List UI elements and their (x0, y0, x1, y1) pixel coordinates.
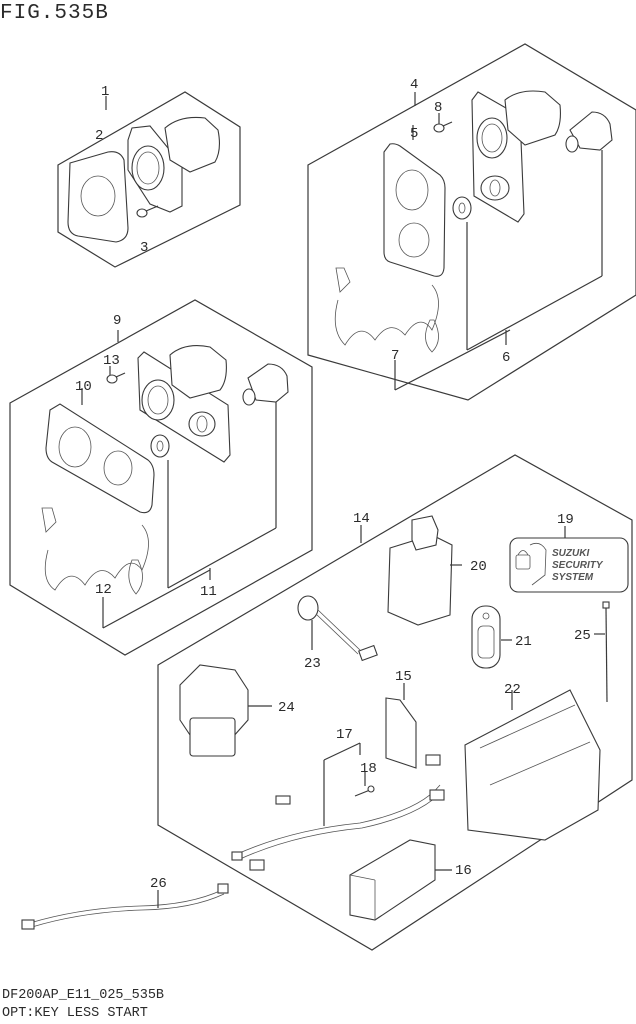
callout-12[interactable]: 12 (95, 582, 112, 598)
bezel-single (67, 151, 129, 243)
screw-8 (433, 113, 453, 133)
callout-18[interactable]: 18 (360, 761, 377, 777)
group-frame-4 (307, 43, 636, 401)
callout-13[interactable]: 13 (103, 353, 120, 369)
callout-17[interactable]: 17 (336, 727, 353, 743)
screw-3 (136, 205, 159, 218)
callout-22[interactable]: 22 (504, 682, 521, 698)
callout-26[interactable]: 26 (150, 876, 167, 892)
callout-19[interactable]: 19 (557, 512, 574, 528)
callout-1[interactable]: 1 (101, 84, 109, 100)
extension-wire-26 (21, 883, 229, 930)
decal-line-1: SUZUKI (552, 548, 589, 559)
decal-line-2: SECURITY (552, 560, 604, 571)
bezel-vertical (383, 143, 446, 277)
antenna-lead-23 (297, 595, 378, 662)
callout-11[interactable]: 11 (200, 584, 217, 600)
callout-25[interactable]: 25 (574, 628, 591, 644)
wiring-harness-17 (231, 742, 445, 871)
push-button-horizontal (242, 363, 289, 406)
screw-13 (106, 366, 126, 384)
switch-body-horizontal (137, 345, 231, 463)
decal-text: SUZUKI SECURITY SYSTEM (552, 548, 604, 583)
group-frame-14 (157, 454, 633, 951)
lanyard-12 (41, 507, 149, 595)
callout-14[interactable]: 14 (353, 511, 370, 527)
lanyard-7 (334, 267, 439, 353)
callout-24[interactable]: 24 (278, 700, 295, 716)
bezel-horizontal (45, 403, 155, 514)
cable-tie-25 (594, 601, 610, 703)
group-switch-single (57, 91, 241, 268)
seal-ring-vertical (452, 196, 472, 220)
holder-16 (349, 839, 452, 921)
callout-21[interactable]: 21 (515, 634, 532, 650)
push-button-vertical (565, 111, 613, 153)
card-15 (385, 683, 417, 769)
seal-ring-horizontal (150, 434, 170, 458)
relay-24 (179, 664, 272, 757)
switch-body-single (127, 116, 221, 213)
callout-16[interactable]: 16 (455, 863, 472, 879)
diagram-caption: OPT:KEY LESS START (2, 1006, 148, 1021)
callout-15[interactable]: 15 (395, 669, 412, 685)
switch-body-vertical (471, 90, 561, 223)
callout-labels: 1 2 3 4 5 6 7 8 9 10 11 12 13 14 15 16 1… (75, 77, 591, 892)
figure-title: FIG.535B (0, 2, 109, 25)
callout-9[interactable]: 9 (113, 313, 121, 329)
callout-8[interactable]: 8 (434, 100, 442, 116)
callout-23[interactable]: 23 (304, 656, 321, 672)
decal-line-3: SYSTEM (552, 572, 594, 583)
group-switch-horizontal (9, 299, 313, 656)
callout-5[interactable]: 5 (410, 126, 418, 142)
callout-4[interactable]: 4 (410, 77, 418, 93)
callout-10[interactable]: 10 (75, 379, 92, 395)
security-decal-19 (509, 526, 629, 593)
callout-20[interactable]: 20 (470, 559, 487, 575)
control-module-20 (387, 515, 462, 626)
group-keyless-kit (157, 454, 633, 951)
callout-2[interactable]: 2 (95, 128, 103, 144)
key-fob-21 (471, 605, 512, 669)
callout-7[interactable]: 7 (391, 348, 399, 364)
cover-22 (464, 689, 601, 841)
group-frame-1 (57, 91, 241, 268)
callout-6[interactable]: 6 (502, 350, 510, 366)
group-frame-9 (9, 299, 313, 656)
bolt-18 (354, 772, 375, 797)
callout-3[interactable]: 3 (140, 240, 148, 256)
group-switch-vertical (307, 43, 636, 401)
diagram-code: DF200AP_E11_025_535B (2, 988, 165, 1003)
